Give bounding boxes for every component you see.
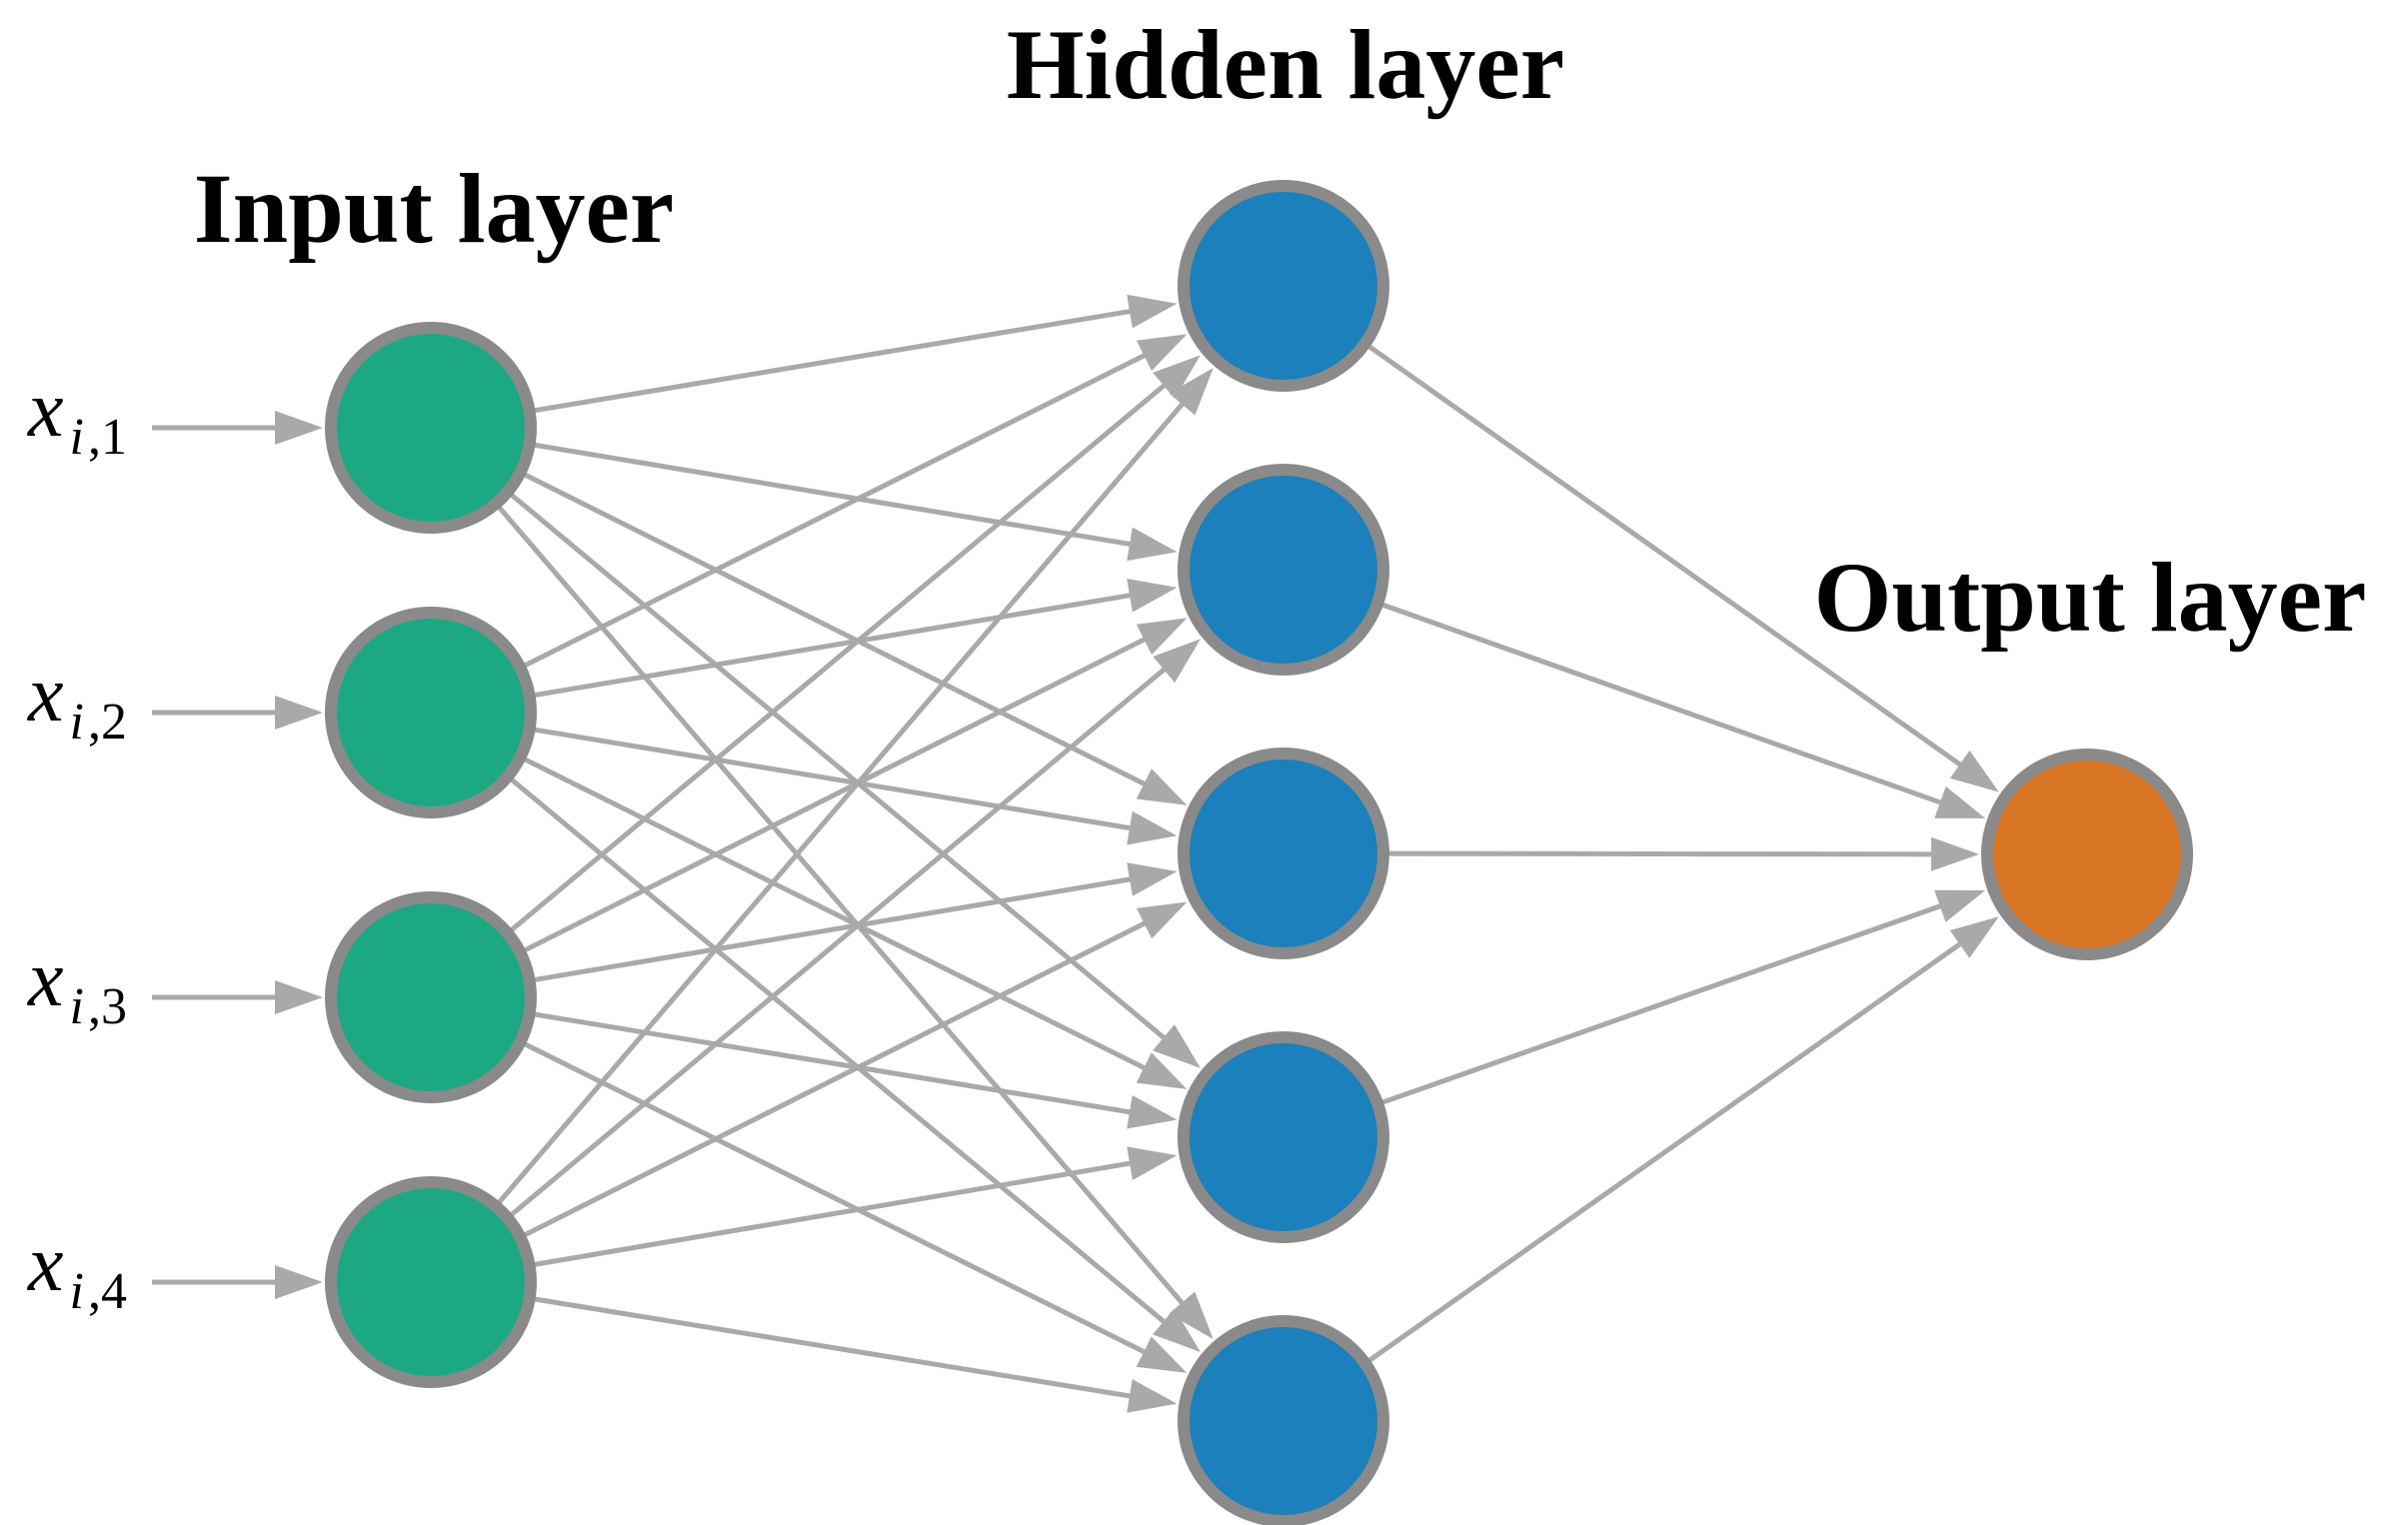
input-node-2 (325, 607, 537, 818)
edge-hidden2-output1-line (1282, 567, 1949, 807)
edge-input2-hidden3-arrowhead-icon (1127, 810, 1178, 845)
hidden-node-5 (1178, 1315, 1389, 1525)
edge-input3-hidden5-arrowhead-icon (1136, 1336, 1188, 1373)
title-input-layer: Input layer (194, 153, 675, 264)
edge-input3-hidden1-arrowhead-icon (1153, 355, 1202, 400)
edge-hidden5-output1-arrowhead-icon (1949, 916, 1999, 958)
edge-input2-hidden2-line (430, 592, 1139, 716)
edge-input2-hidden3-line (430, 710, 1139, 832)
edge-input1-hidden1-line (430, 307, 1139, 431)
edge-input1-hidden2-arrowhead-icon (1127, 527, 1178, 562)
edge-input2-hidden5-line (429, 711, 1172, 1329)
input-label-var: x (27, 935, 64, 1023)
edge-input4-hidden1-line (429, 396, 1190, 1284)
edge-input4-hidden3-line (429, 917, 1153, 1285)
edge-input2-hidden4-arrowhead-icon (1136, 1052, 1188, 1089)
edge-input3-hidden4-line (430, 994, 1139, 1116)
input-label-subscript-index: ,2 (88, 694, 127, 751)
edge-hidden5-output1-line (1281, 937, 1968, 1424)
edge-input3-hidden1-line (429, 378, 1172, 999)
edge-hidden3-output1-arrowhead-icon (1930, 836, 1980, 871)
edge-input3-hidden4-arrowhead-icon (1127, 1094, 1178, 1129)
edge-input3-hidden2-line (429, 634, 1153, 1000)
edge-input4-hidden5-line (430, 1279, 1139, 1400)
input-label-subscript-i: i (70, 1263, 84, 1320)
input-arrow-3-arrowhead-icon (275, 980, 323, 1014)
edge-hidden2-output1-arrowhead-icon (1934, 785, 1986, 818)
edge-input1-hidden3-line (429, 425, 1153, 790)
input-feed-arrows (152, 411, 323, 1299)
edge-input4-hidden3-arrowhead-icon (1136, 901, 1188, 939)
edge-input1-hidden1-arrowhead-icon (1127, 294, 1178, 329)
edge-input1-hidden3-arrowhead-icon (1136, 768, 1188, 805)
input-label-subscript-i: i (70, 409, 84, 466)
input-arrow-1-arrowhead-icon (275, 411, 323, 445)
edge-input4-hidden2-arrowhead-icon (1153, 639, 1202, 684)
edge-input3-hidden5-line (429, 994, 1153, 1358)
edge-input1-hidden5-arrowhead-icon (1169, 1291, 1213, 1340)
edge-input4-hidden5-arrowhead-icon (1127, 1379, 1178, 1413)
edge-input4-hidden4-line (430, 1159, 1139, 1285)
edge-input3-hidden3-arrowhead-icon (1127, 862, 1178, 896)
edge-input2-hidden1-arrowhead-icon (1136, 334, 1188, 372)
input-arrow-4-arrowhead-icon (275, 1265, 323, 1299)
input-label-var: x (27, 1220, 64, 1308)
edge-input3-hidden2-arrowhead-icon (1136, 618, 1188, 656)
title-output-layer: Output layer (1814, 542, 2367, 653)
hidden-node-3 (1178, 748, 1389, 959)
input-node-1 (325, 322, 537, 534)
edge-input2-hidden1-line (429, 350, 1153, 716)
edge-input3-hidden3-line (430, 875, 1139, 1000)
edge-hidden3-output1-line (1282, 850, 1940, 857)
hidden-node-1 (1178, 180, 1389, 392)
input-label-subscript-i: i (70, 978, 84, 1035)
input-node-3 (325, 891, 537, 1103)
input-label-var: x (27, 651, 64, 739)
edge-hidden1-output1-arrowhead-icon (1949, 751, 1999, 792)
edge-input1-hidden4-line (429, 426, 1172, 1045)
edge-input2-hidden2-arrowhead-icon (1127, 579, 1178, 613)
input-label-subscript-index: ,3 (88, 978, 127, 1035)
edge-hidden4-output1-line (1282, 900, 1949, 1140)
edge-input2-hidden5-arrowhead-icon (1153, 1308, 1201, 1352)
input-node-4 (325, 1176, 537, 1388)
edge-hidden1-output1-line (1281, 283, 1968, 771)
output-node (1981, 749, 2193, 960)
edge-input4-hidden2-line (429, 662, 1173, 1284)
edges-hidden-to-output (1281, 283, 1999, 1424)
edge-hidden4-output1-arrowhead-icon (1934, 889, 1986, 922)
edge-input4-hidden4-arrowhead-icon (1127, 1146, 1178, 1180)
input-arrow-2-arrowhead-icon (275, 696, 323, 730)
edge-input1-hidden4-arrowhead-icon (1153, 1024, 1201, 1068)
input-label-subscript-index: ,1 (88, 409, 127, 466)
edges-input-to-hidden (429, 294, 1213, 1413)
hidden-node-4 (1178, 1031, 1389, 1243)
edge-input4-hidden1-arrowhead-icon (1169, 368, 1213, 416)
edge-input1-hidden5-line (429, 426, 1190, 1311)
title-hidden-layer: Hidden layer (1007, 9, 1564, 120)
input-label-subscript-index: ,4 (88, 1263, 127, 1320)
hidden-node-2 (1178, 464, 1389, 676)
edge-input1-hidden2-line (430, 425, 1139, 549)
input-label-var: x (27, 366, 64, 454)
edge-input2-hidden4-line (429, 710, 1153, 1074)
input-label-subscript-i: i (70, 694, 84, 751)
